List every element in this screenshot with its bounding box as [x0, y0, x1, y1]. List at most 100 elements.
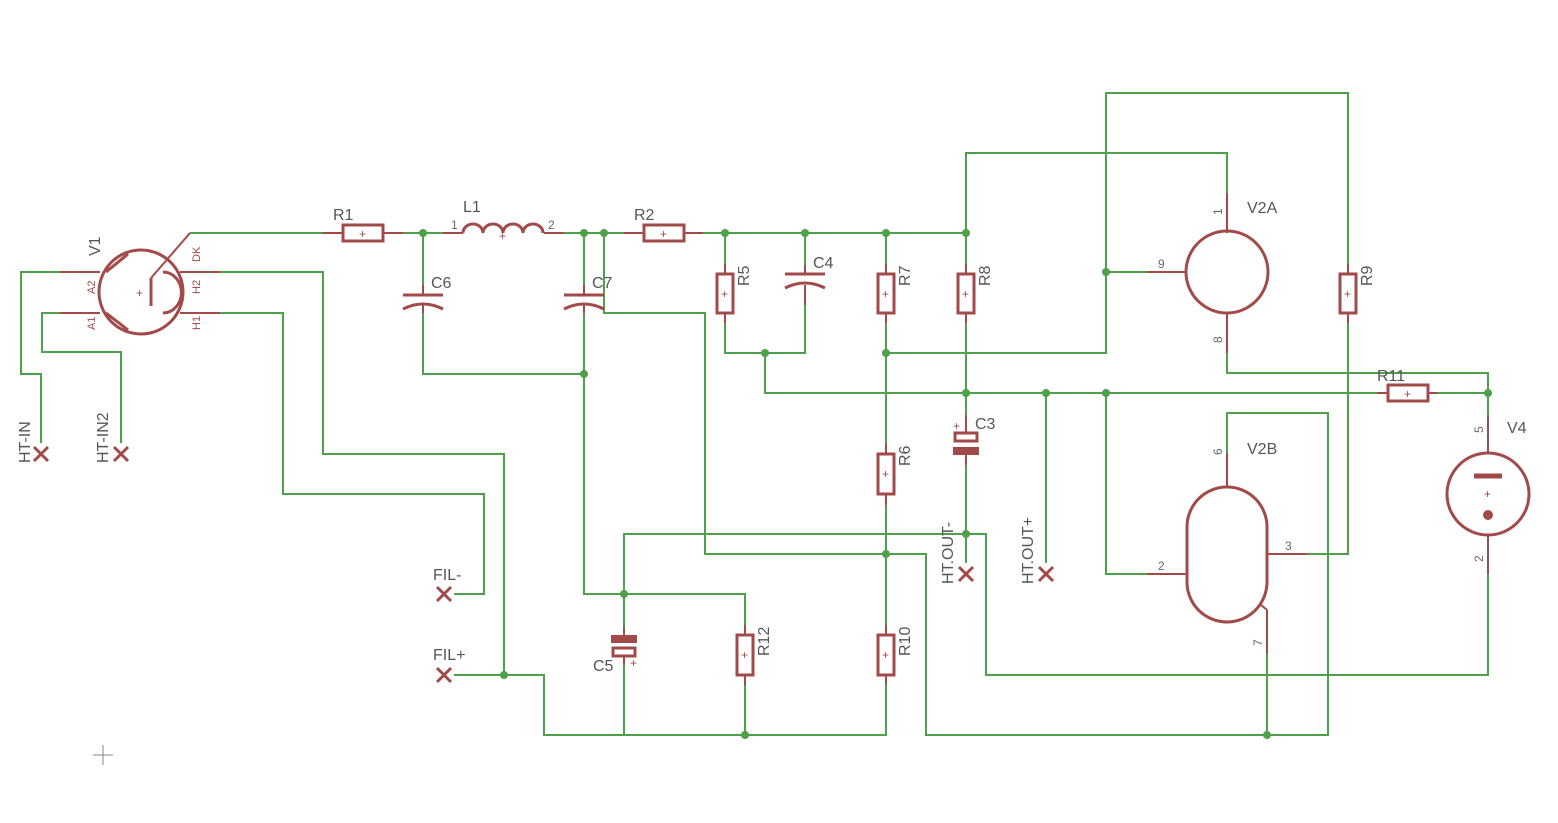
- svg-text:+: +: [1344, 287, 1351, 301]
- junction: [721, 229, 729, 237]
- tube-v4[interactable]: + V4 5 2: [1445, 415, 1531, 574]
- svg-text:R12: R12: [756, 627, 773, 656]
- svg-text:HT-IN: HT-IN: [17, 421, 34, 463]
- resistor-r9[interactable]: + R9: [1338, 264, 1376, 323]
- resistor-r6[interactable]: + R6: [876, 443, 914, 505]
- svg-text:R10: R10: [897, 627, 914, 656]
- svg-text:A2: A2: [86, 281, 98, 294]
- wire-v2b-cathode: [1267, 323, 1349, 555]
- svg-text:+: +: [359, 227, 366, 241]
- svg-text:2: 2: [548, 218, 555, 232]
- junctions: [419, 229, 1492, 739]
- wire-a1-htin2: [41, 312, 122, 443]
- svg-text:R2: R2: [634, 207, 655, 224]
- connector-ht-out-minus[interactable]: HT.OUT-: [940, 522, 975, 584]
- wire-c7-bottom: [583, 313, 746, 625]
- svg-text:C5: C5: [593, 658, 614, 675]
- wire-h2-filplus: [220, 271, 505, 676]
- capacitor-c5[interactable]: + C5: [593, 627, 637, 675]
- capacitor-c7[interactable]: C7: [563, 275, 613, 313]
- junction: [1263, 731, 1271, 739]
- resistor-r5[interactable]: + R5: [715, 264, 753, 323]
- wire-v4-bottom: [966, 533, 1489, 676]
- svg-text:V2A: V2A: [1247, 200, 1278, 217]
- resistor-r2[interactable]: + R2: [624, 207, 703, 243]
- svg-text:+: +: [630, 656, 637, 670]
- capacitor-c4[interactable]: C4: [784, 255, 834, 305]
- svg-text:3: 3: [1285, 539, 1292, 553]
- resistor-r7[interactable]: + R7: [876, 264, 914, 323]
- junction: [580, 370, 588, 378]
- svg-text:7: 7: [1251, 639, 1265, 646]
- svg-text:HT.OUT-: HT.OUT-: [940, 522, 957, 584]
- svg-text:+: +: [499, 229, 506, 243]
- junction: [500, 671, 508, 679]
- junction: [801, 229, 809, 237]
- wire-ground-bottom: [504, 674, 887, 736]
- origin-crosshair: [93, 745, 113, 765]
- junction: [761, 349, 769, 357]
- tube-v2b[interactable]: V2B 6 2 3 7: [1147, 441, 1307, 654]
- svg-text:V4: V4: [1507, 420, 1527, 437]
- svg-text:FIL-: FIL-: [433, 567, 461, 584]
- junction: [882, 550, 890, 558]
- svg-text:+: +: [660, 227, 667, 241]
- v1-label: V1: [87, 236, 104, 256]
- resistor-r8[interactable]: + R8: [956, 264, 994, 323]
- wire-v2b-anode: [886, 412, 1329, 736]
- wire-r5-bus: [764, 353, 1377, 394]
- junction: [1042, 389, 1050, 397]
- wire-r11-v4: [1437, 392, 1489, 415]
- capacitor-c6[interactable]: C6: [402, 275, 452, 313]
- svg-text:C6: C6: [431, 275, 452, 292]
- connector-ht-in2[interactable]: HT-IN2: [95, 412, 130, 463]
- junction: [620, 590, 628, 598]
- connector-ht-in[interactable]: HT-IN: [17, 421, 50, 463]
- svg-text:A1: A1: [86, 317, 98, 330]
- svg-text:H2: H2: [191, 280, 203, 294]
- svg-text:R5: R5: [736, 265, 753, 286]
- svg-text:+: +: [741, 648, 748, 662]
- connector-ht-out-plus[interactable]: HT.OUT+: [1020, 517, 1055, 584]
- junction: [580, 229, 588, 237]
- junction: [962, 530, 970, 538]
- svg-text:R9: R9: [1359, 265, 1376, 286]
- connector-fil-plus[interactable]: FIL+: [433, 647, 465, 684]
- svg-text:HT-IN2: HT-IN2: [95, 412, 112, 463]
- svg-text:C3: C3: [975, 416, 996, 433]
- wires: [20, 92, 1489, 736]
- svg-text:C4: C4: [813, 255, 834, 272]
- svg-text:R8: R8: [977, 265, 994, 286]
- inductor-l1[interactable]: + L1 1 2: [443, 199, 564, 243]
- svg-text:FIL+: FIL+: [433, 647, 465, 664]
- tube-v2a[interactable]: V2A 1 9 8: [1147, 193, 1278, 353]
- resistor-r10[interactable]: + R10: [876, 625, 914, 685]
- svg-text:+: +: [882, 648, 889, 662]
- wire-r7-grid: [886, 92, 1349, 354]
- junction: [882, 349, 890, 357]
- resistor-r12[interactable]: + R12: [735, 625, 773, 685]
- svg-text:R1: R1: [333, 207, 354, 224]
- resistor-r11[interactable]: + R11: [1377, 368, 1437, 403]
- junction: [1102, 268, 1110, 276]
- resistor-r1[interactable]: + R1: [323, 207, 403, 243]
- svg-text:DK: DK: [191, 246, 203, 262]
- svg-text:1: 1: [451, 218, 458, 232]
- svg-text:C7: C7: [592, 275, 613, 292]
- svg-text:1: 1: [1211, 208, 1225, 215]
- wire-v2b-grid: [1105, 393, 1187, 575]
- svg-text:6: 6: [1211, 448, 1225, 455]
- svg-text:V2B: V2B: [1247, 441, 1277, 458]
- junction: [600, 229, 608, 237]
- wire-r5-bottom: [724, 305, 806, 354]
- svg-text:+: +: [882, 287, 889, 301]
- svg-text:+: +: [962, 287, 969, 301]
- connector-fil-minus[interactable]: FIL-: [433, 567, 461, 603]
- junction: [1484, 389, 1492, 397]
- capacitor-c3[interactable]: + C3: [953, 415, 996, 465]
- junction: [1102, 389, 1110, 397]
- svg-text:H1: H1: [191, 316, 203, 330]
- svg-text:9: 9: [1158, 257, 1165, 271]
- tube-v1[interactable]: + V1 A2 A1 DK H2 H1: [60, 232, 220, 336]
- junction: [882, 229, 890, 237]
